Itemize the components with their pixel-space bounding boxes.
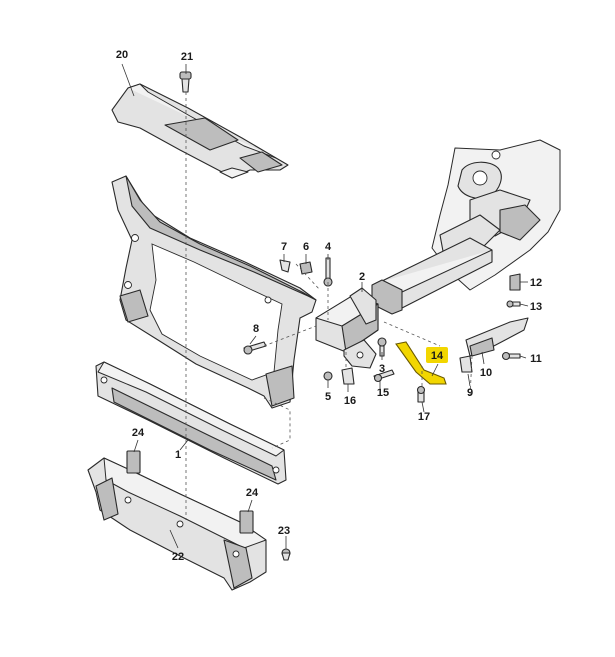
callout-11: 11 [530,353,542,365]
part-24-block-right [239,510,254,534]
part-2-bracket [315,287,379,369]
callout-21: 21 [181,51,193,63]
part-15-bolt [373,369,395,383]
callout-24-left: 24 [132,427,145,439]
part-4-bolt [323,257,333,287]
leader-lines [121,63,529,549]
part-13-bolt [506,300,521,308]
callout-23: 23 [278,525,290,537]
callout-12: 12 [530,277,542,289]
callout-14-highlight [426,347,448,363]
callout-5: 5 [325,391,331,403]
callout-20: 20 [116,49,128,61]
part-24-block-left [126,450,141,474]
callout-7: 7 [281,241,287,253]
callout-24-right: 24 [246,487,259,499]
callout-2: 2 [359,271,365,283]
part-21-clip [179,71,192,93]
part-3-bolt [377,337,387,357]
callout-1: 1 [175,449,181,461]
callout-14: 14 [431,350,444,362]
callout-6: 6 [303,241,309,253]
callout-17: 17 [418,411,430,423]
callout-3: 3 [379,363,385,375]
part-22-impact-absorber [87,457,267,591]
callout-13: 13 [530,301,542,313]
part-10-bracket [465,317,529,357]
part-9-clip [459,355,473,373]
part-14-strap-highlighted [395,341,447,385]
part-1-cross-member [95,361,287,485]
callout-4: 4 [325,241,332,253]
assembly-lines [185,92,473,520]
callout-15: 15 [377,387,389,399]
part-16-clip [341,367,355,385]
part-11-bolt [501,351,521,361]
lock-carrier-frame [111,175,317,409]
callout-labels: 20 21 7 6 4 2 8 1 24 24 22 23 5 16 3 15 … [116,49,542,563]
callout-10: 10 [480,367,492,379]
callout-22: 22 [172,551,184,563]
callout-9: 9 [467,387,473,399]
part-23-screw [281,548,291,561]
part-20-cover [111,83,289,179]
part-7-clip [279,259,291,273]
part-5-nut [323,371,333,381]
part-17-bolt [416,385,426,403]
part-6-nut [299,261,313,275]
callout-8: 8 [253,323,259,335]
callout-16: 16 [344,395,356,407]
part-8-bolt [243,341,267,355]
part-12-clip [509,273,521,291]
